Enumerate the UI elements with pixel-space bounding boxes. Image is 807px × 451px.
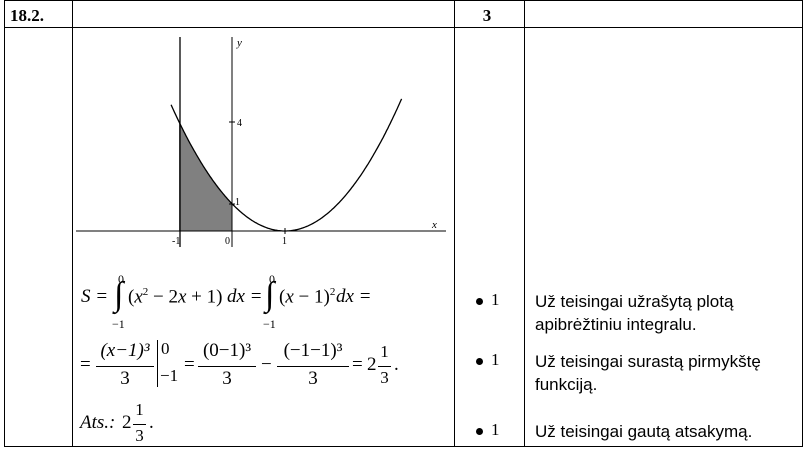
evaluation-bar [157, 340, 158, 387]
table-left-border [4, 0, 5, 447]
integral-1-lower-limit: −1 [112, 317, 125, 331]
criterion-1-text: Už teisingai užrašytą plotą apibrėžtiniu… [535, 292, 734, 334]
table-col-divider-1 [72, 0, 73, 447]
integral-2-upper-limit: 0 [269, 272, 275, 286]
result-denominator: 3 [380, 368, 389, 387]
table-top-border [4, 0, 803, 1]
table-col-divider-2 [454, 0, 455, 447]
integral-1-dx: dx = [227, 286, 263, 307]
y-axis-label: y [236, 37, 242, 49]
criterion-1-points: 1 [491, 290, 500, 309]
frac2-numerator: (0−1)³ [202, 340, 252, 361]
table-header-divider [4, 27, 803, 28]
answer-period: . [149, 412, 154, 433]
frac2-bar [198, 366, 256, 367]
table-col-divider-3 [524, 0, 525, 447]
area-symbol: S = [81, 286, 109, 307]
table-bottom-border [4, 446, 803, 447]
frac2-denominator: 3 [222, 368, 232, 389]
answer-label: Ats.: [80, 412, 116, 433]
eval-upper: 0 [161, 339, 170, 358]
frac3-bar [277, 366, 349, 367]
tick-label-0: 0 [225, 236, 230, 247]
table-right-border [802, 0, 803, 447]
answer-denominator: 3 [135, 426, 144, 445]
integral-sign-1: ∫ [114, 276, 124, 313]
integral-2-lower-limit: −1 [263, 317, 276, 331]
criterion-3-text: Už teisingai gautą atsakymą. [535, 422, 753, 441]
criterion-1-bullet-icon [476, 298, 483, 305]
parabola-curve [170, 98, 403, 232]
minus-sign: − [261, 354, 272, 375]
frac3-numerator: (−1−1)³ [283, 340, 343, 361]
integral-2-dx: dx = [336, 286, 372, 307]
antiderivative-denominator: 3 [120, 368, 130, 389]
antiderivative-numerator: (x−1)³ [100, 340, 150, 361]
integrand-1: (x2 − 2x + 1) [128, 286, 223, 308]
tick-label-4: 4 [237, 118, 242, 129]
tick-label-y1: 1 [235, 197, 240, 208]
integrand-2: (x − 1)2 [279, 286, 336, 308]
answer-bar [133, 424, 146, 425]
equals-sign-3: = [352, 354, 363, 375]
criterion-2-text: Už teisingai surastą pirmykštę funkciją. [535, 352, 761, 394]
antiderivative-bar [96, 366, 154, 367]
equals-sign-2: = [184, 354, 195, 375]
criterion-2-bullet-icon [476, 358, 483, 365]
parabola-graph: y x 4 1 -1 0 1 [76, 37, 446, 247]
criterion-2-points: 1 [491, 350, 500, 369]
eval-lower: −1 [160, 366, 179, 385]
integral-1-upper-limit: 0 [118, 272, 124, 286]
x-axis-label: x [431, 219, 437, 231]
equals-sign: = [80, 354, 91, 375]
shaded-area [179, 121, 232, 231]
tick-label-1: 1 [282, 236, 287, 247]
criterion-3-bullet-icon [476, 428, 483, 435]
result-numerator: 1 [380, 342, 389, 361]
result-bar [378, 366, 391, 367]
result-whole: 2 [367, 354, 377, 375]
answer-whole: 2 [122, 412, 132, 433]
answer-numerator: 1 [135, 400, 144, 419]
task-number: 18.2. [10, 6, 44, 25]
criterion-3-points: 1 [491, 420, 500, 439]
max-points: 3 [482, 6, 492, 25]
integral-sign-2: ∫ [265, 276, 275, 313]
result-period: . [394, 354, 399, 375]
frac3-denominator: 3 [308, 368, 318, 389]
tick-label-neg1: -1 [172, 236, 180, 247]
